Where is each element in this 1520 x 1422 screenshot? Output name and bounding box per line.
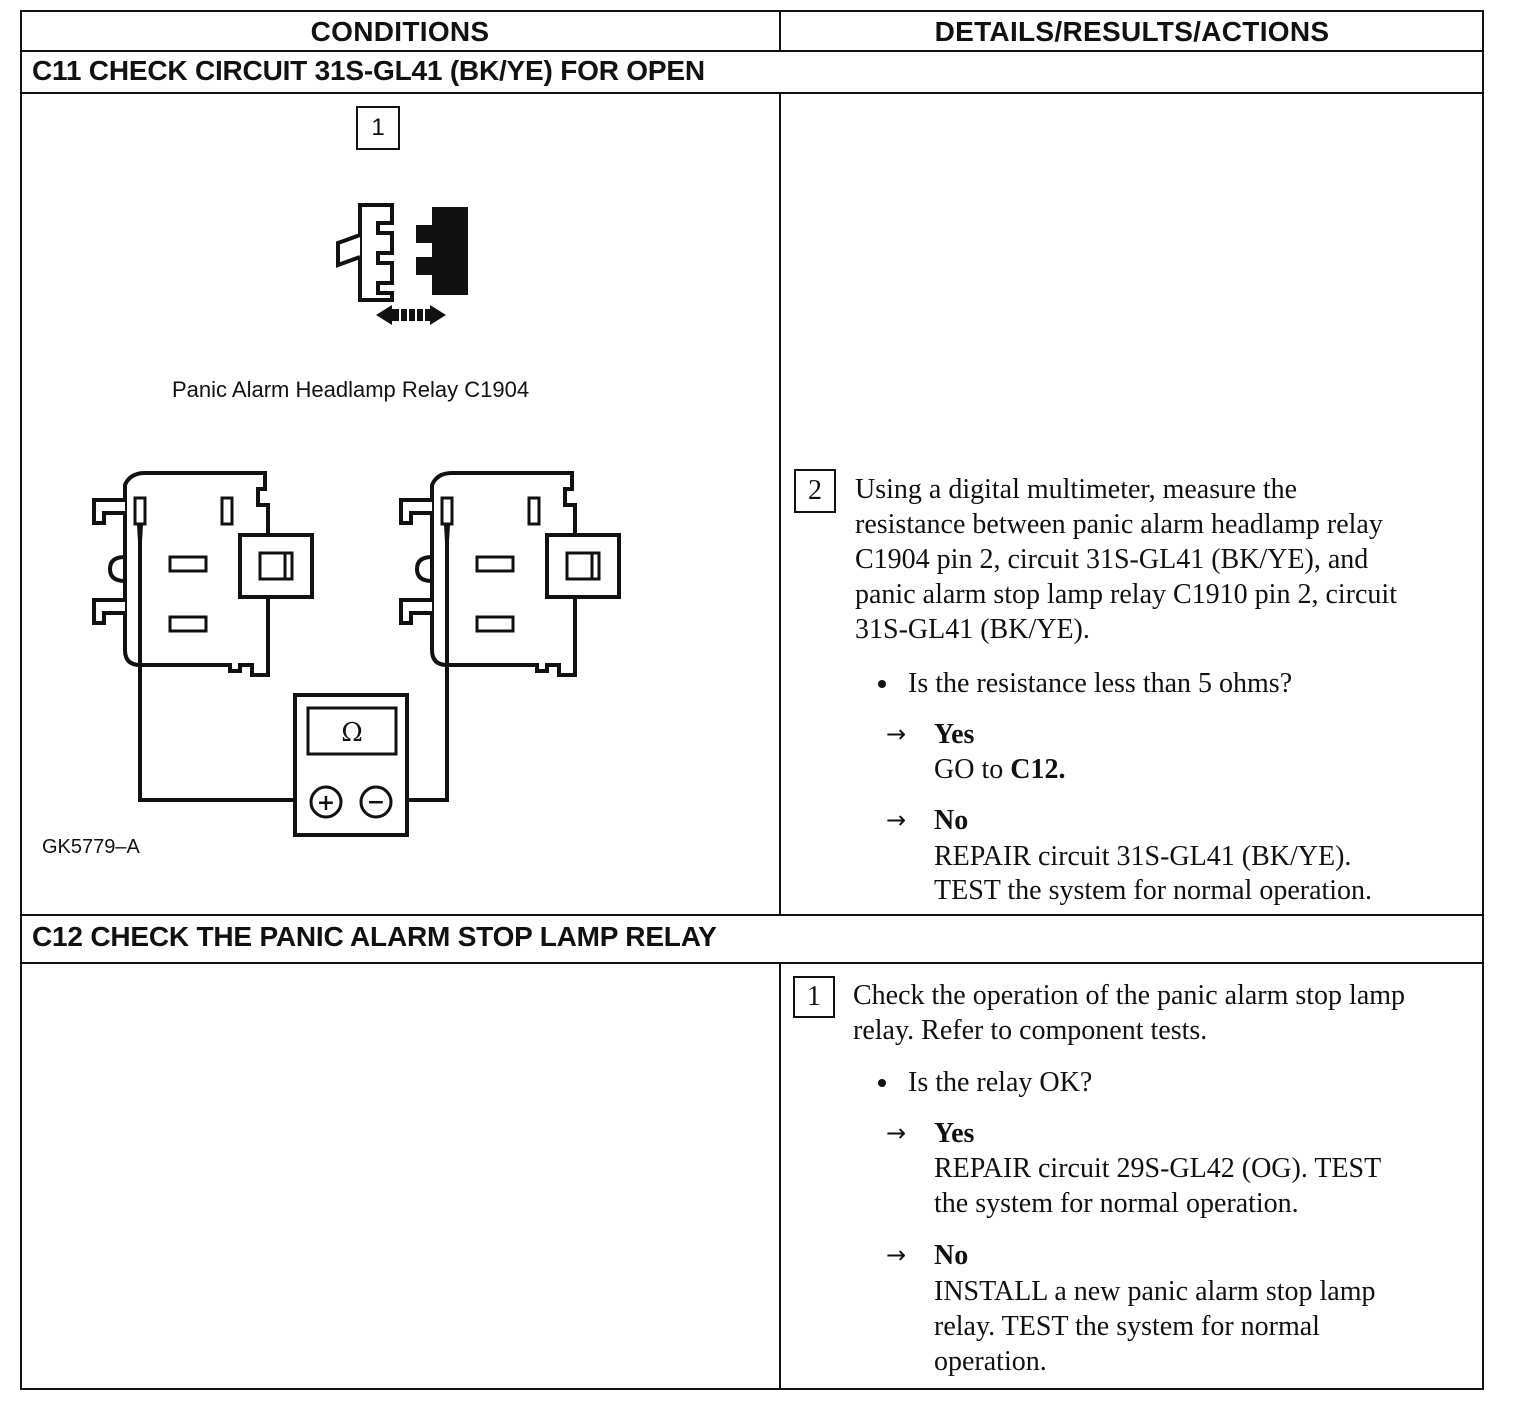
c11-step2-line-5: 31S-GL41 (BK/YE). (855, 614, 1090, 645)
c11-step2-number: 2 (794, 469, 836, 513)
c11-step2-line-4: panic alarm stop lamp relay C1910 pin 2,… (855, 579, 1397, 610)
svg-text:+: + (317, 790, 335, 816)
c11-bullet-icon (878, 680, 886, 688)
c12-no-line-1: INSTALL a new panic alarm stop lamp (934, 1276, 1376, 1307)
c12-title-top-divider (20, 914, 1484, 916)
c12-no-line-2: relay. TEST the system for normal (934, 1311, 1320, 1342)
c11-step1-number: 1 (356, 106, 400, 150)
c12-yes-arrow-icon: → (886, 1119, 907, 1147)
connector-separate-icon (336, 203, 468, 325)
c11-step2-line-2: resistance between panic alarm headlamp … (855, 509, 1383, 540)
c11-yes-arrow-icon: → (886, 720, 907, 748)
stop-lamp-relay-icon (399, 471, 621, 677)
c12-question: Is the relay OK? (908, 1067, 1093, 1098)
headlamp-relay-icon (92, 471, 314, 677)
c11-step2-line-1: Using a digital multimeter, measure the (855, 474, 1298, 505)
c12-yes-line-1: REPAIR circuit 29S-GL42 (OG). TEST (934, 1153, 1382, 1184)
c11-column-divider (779, 92, 781, 916)
column-header-details: DETAILS/RESULTS/ACTIONS (934, 16, 1330, 47)
c11-no-line-2: TEST the system for normal operation. (934, 875, 1373, 906)
c12-bullet-icon (878, 1079, 886, 1087)
c12-column-divider (779, 962, 781, 1390)
meter-ohm-symbol: Ω (341, 718, 363, 748)
c11-yes-action-target: C12. (1010, 754, 1066, 785)
c11-no-label: No (934, 805, 969, 836)
c11-yes-action: GO to C12. (934, 752, 1065, 787)
connector-caption: Panic Alarm Headlamp Relay C1904 (172, 377, 530, 402)
column-divider (779, 10, 781, 52)
diagnostic-table (20, 10, 1484, 1390)
c11-no-line-1: REPAIR circuit 31S-GL41 (BK/YE). (934, 841, 1352, 872)
c12-yes-line-2: the system for normal operation. (934, 1188, 1299, 1219)
multimeter-icon: Ω + − (293, 693, 409, 837)
c12-section-title: C12 CHECK THE PANIC ALARM STOP LAMP RELA… (32, 921, 717, 952)
c11-yes-label: Yes (934, 719, 975, 750)
c12-step1-line-1: Check the operation of the panic alarm s… (853, 980, 1406, 1011)
c12-no-line-3: operation. (934, 1346, 1047, 1377)
c11-yes-action-prefix: GO to (934, 754, 1011, 785)
c12-no-label: No (934, 1240, 969, 1271)
c11-section-title: C11 CHECK CIRCUIT 31S-GL41 (BK/YE) FOR O… (32, 55, 705, 86)
c11-step2-line-3: C1904 pin 2, circuit 31S-GL41 (BK/YE), a… (855, 544, 1369, 575)
c12-no-arrow-icon: → (886, 1241, 907, 1269)
c12-yes-label: Yes (934, 1118, 975, 1149)
c12-step1-number: 1 (793, 976, 835, 1018)
header-divider (20, 50, 1484, 52)
c11-question: Is the resistance less than 5 ohms? (908, 668, 1293, 699)
relay-multimeter-diagram: Ω + − (92, 471, 621, 837)
c12-step1-line-2: relay. Refer to component tests. (853, 1015, 1208, 1046)
c11-no-arrow-icon: → (886, 806, 907, 834)
c12-title-divider (20, 962, 1484, 964)
c11-title-divider (20, 92, 1484, 94)
column-header-conditions: CONDITIONS (310, 16, 490, 47)
figure-id: GK5779–A (42, 836, 140, 858)
svg-text:−: − (367, 789, 385, 815)
